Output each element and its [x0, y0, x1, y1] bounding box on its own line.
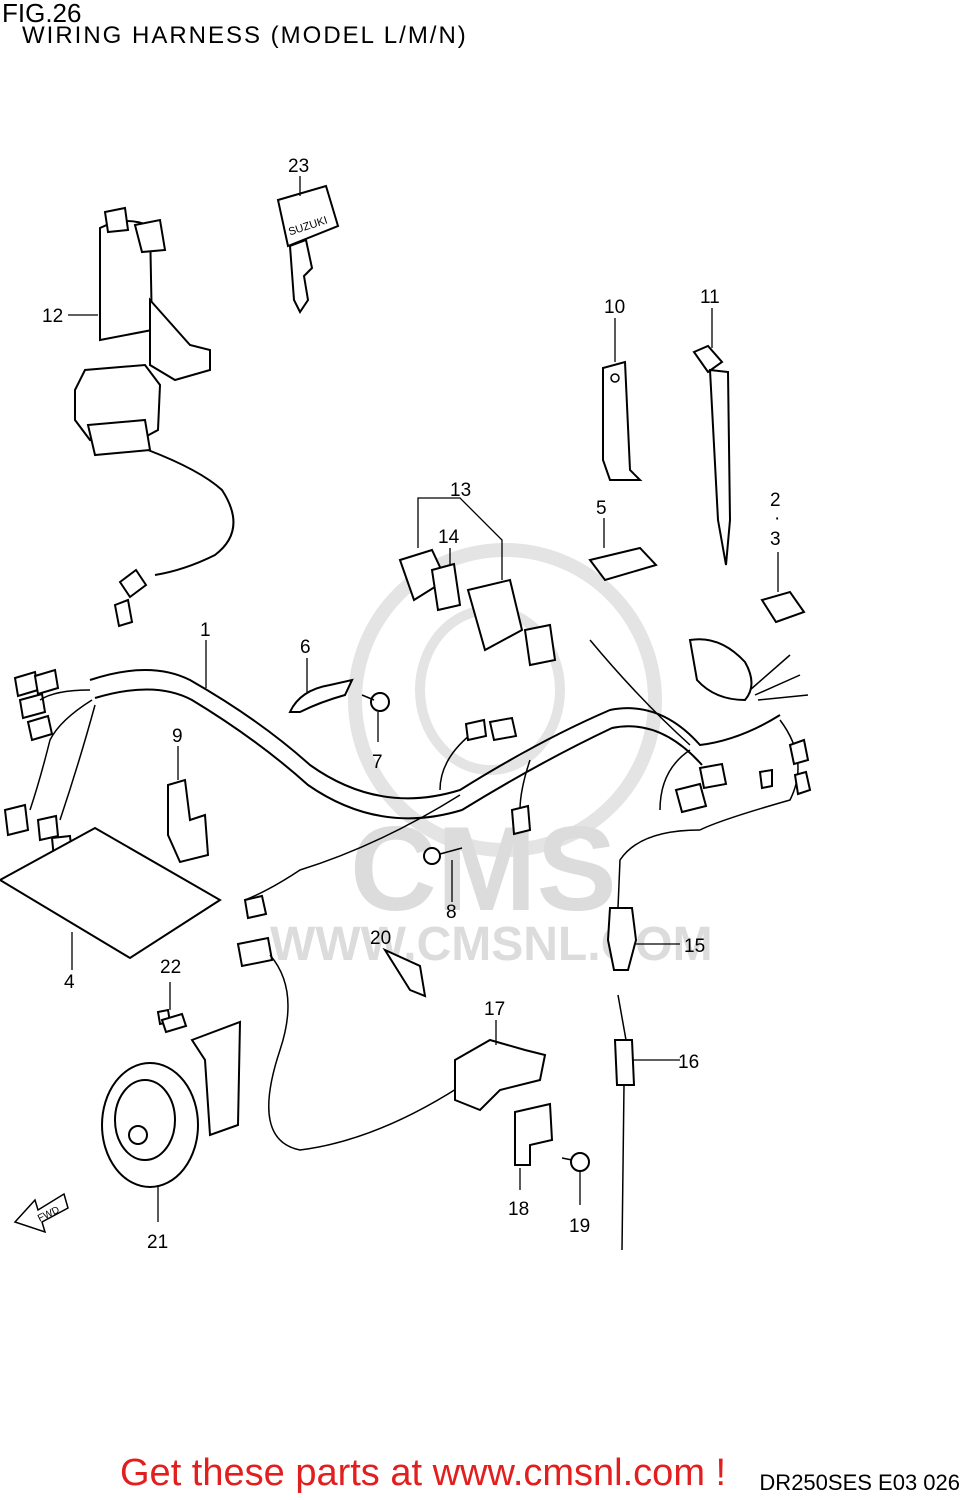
part-22-bolt	[156, 1008, 188, 1034]
callout-10: 10	[604, 297, 625, 318]
part-3-cap	[760, 590, 806, 624]
part-16-rod	[613, 994, 636, 1251]
callout-13: 13	[450, 480, 471, 501]
promo-banner[interactable]: Get these parts at www.cmsnl.com !	[120, 1452, 727, 1494]
part-7-screw	[361, 692, 390, 712]
watermark-brand: CMS	[350, 802, 617, 936]
callout-11: 11	[700, 287, 720, 308]
part-15-switch	[606, 829, 701, 971]
part-18-bracket	[514, 1102, 554, 1166]
callout-1: 1	[200, 620, 211, 641]
part-11-cable-tie	[692, 344, 732, 566]
part-5-pad	[588, 546, 658, 582]
part-23-key: SUZUKI	[276, 184, 340, 314]
callout-15: 15	[684, 936, 705, 957]
figure-subtitle: WIRING HARNESS (MODEL L/M/N)	[22, 22, 468, 49]
callout-6: 6	[300, 637, 311, 658]
part-8-ground	[423, 847, 463, 865]
callout-2-dot: ·	[774, 508, 780, 529]
callout-21: 21	[147, 1232, 168, 1253]
callout-3: 3	[770, 529, 781, 550]
callout-7: 7	[372, 752, 383, 773]
callout-20: 20	[370, 928, 391, 949]
part-20-clip	[382, 947, 427, 998]
part-1-main-harness	[3, 638, 812, 901]
fwd-arrow-icon: FWD	[13, 1192, 69, 1234]
part-12-ignition-switch	[74, 206, 211, 457]
part-4-sheet	[0, 826, 222, 960]
part-9-clamp	[167, 778, 210, 864]
fwd-label: FWD	[36, 1205, 61, 1225]
callout-14: 14	[438, 527, 460, 548]
callout-17: 17	[484, 999, 505, 1020]
callout-23: 23	[288, 156, 309, 177]
figure-code: DR250SES E03 026	[759, 1470, 960, 1495]
callout-2: 2	[770, 490, 781, 511]
callout-18: 18	[508, 1199, 529, 1220]
callout-16: 16	[678, 1052, 699, 1073]
part-13-14-connectors	[398, 548, 557, 667]
part-6-clip	[288, 678, 354, 713]
callout-9: 9	[172, 726, 183, 747]
part-21-horn	[101, 1020, 242, 1188]
callout-4: 4	[64, 972, 75, 993]
callout-12: 12	[42, 306, 63, 327]
part-10-bracket	[602, 360, 643, 481]
watermark: CMS WWW.CMSNL.COM	[270, 543, 713, 971]
callout-5: 5	[596, 498, 607, 519]
callout-8: 8	[446, 902, 457, 923]
figure-title: FIG.26	[2, 0, 82, 28]
part-19-screw	[561, 1152, 590, 1172]
callout-19: 19	[569, 1216, 590, 1237]
part-17-switch	[454, 1038, 547, 1112]
callout-22: 22	[160, 957, 181, 978]
